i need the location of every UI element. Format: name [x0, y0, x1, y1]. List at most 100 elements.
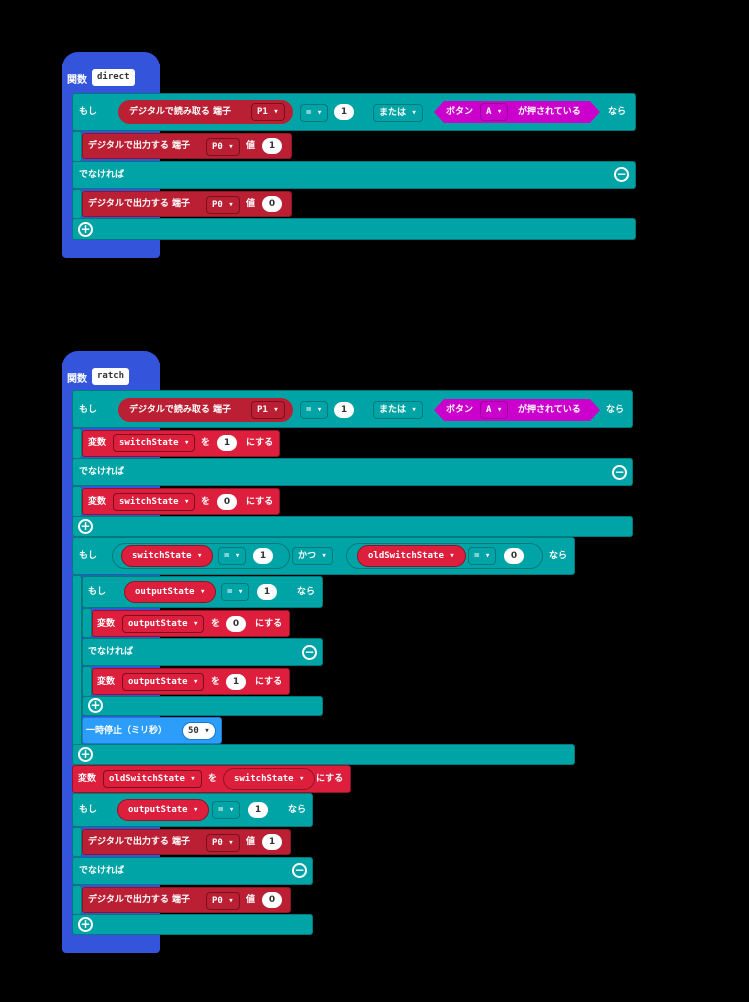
compare-operator-dropdown[interactable]: = ▾	[212, 801, 241, 819]
else-keyword: でなければ	[79, 866, 125, 876]
set-keyword: にする	[255, 677, 283, 687]
pause-duration-dropdown[interactable]: 50 ▾	[182, 722, 216, 740]
pin-dropdown[interactable]: P1 ▾	[251, 401, 285, 419]
if-block[interactable]	[72, 793, 313, 827]
pin-dropdown[interactable]: P0 ▾	[206, 196, 240, 214]
pin-dropdown[interactable]: P1 ▾	[251, 103, 285, 121]
to-keyword: を	[201, 497, 211, 507]
compare-value-input[interactable]: 1	[253, 548, 273, 564]
add-else-icon[interactable]: +	[88, 698, 103, 713]
button-pressed-block[interactable]	[434, 399, 600, 421]
digital-write-label: デジタルで出力する 端子	[88, 895, 190, 905]
to-keyword: を	[211, 677, 221, 687]
digital-write-label: デジタルで出力する 端子	[88, 141, 190, 151]
compare-value-input[interactable]: 1	[257, 584, 277, 600]
button-dropdown[interactable]: A ▾	[480, 401, 509, 419]
compare-value-input[interactable]: 1	[334, 402, 354, 418]
add-else-icon[interactable]: +	[78, 519, 93, 534]
write-value-input[interactable]: 0	[262, 892, 282, 908]
if-keyword: もし	[88, 587, 107, 597]
pause-label: 一時停止（ミリ秒）	[86, 726, 168, 736]
digital-write-block[interactable]	[82, 191, 292, 217]
if-footer	[82, 696, 323, 716]
logic-operator-dropdown[interactable]: または ▾	[373, 104, 423, 122]
compare-value-input[interactable]: 1	[334, 104, 354, 120]
digital-write-block[interactable]	[82, 887, 291, 913]
button-dropdown[interactable]: A ▾	[480, 103, 509, 121]
digital-write-block[interactable]	[82, 829, 291, 855]
variable-reporter[interactable]: switchState ▾	[121, 545, 214, 567]
else-block	[72, 161, 636, 189]
variable-keyword: 変数	[88, 438, 107, 448]
then-keyword: なら	[608, 107, 627, 117]
pin-dropdown[interactable]: P0 ▾	[206, 892, 240, 910]
else-keyword: でなければ	[79, 170, 125, 180]
value-keyword: 値	[246, 141, 256, 151]
button-pressed-block[interactable]	[434, 101, 600, 123]
else-block	[82, 638, 323, 666]
add-else-icon[interactable]: +	[78, 222, 93, 237]
if-arm	[72, 131, 82, 162]
variable-dropdown[interactable]: switchState ▾	[113, 493, 196, 511]
compare-operator-dropdown[interactable]: = ▾	[300, 104, 329, 122]
if-footer	[72, 744, 575, 765]
remove-else-icon[interactable]: −	[612, 465, 627, 480]
variable-value-input[interactable]: 1	[217, 435, 237, 451]
if-arm	[72, 575, 82, 747]
else-keyword: でなければ	[88, 647, 134, 657]
to-keyword: を	[208, 774, 218, 784]
variable-keyword: 変数	[78, 774, 97, 784]
digital-write-label: デジタルで出力する 端子	[88, 199, 190, 209]
logic-operator-dropdown[interactable]: または ▾	[373, 401, 423, 419]
compare-operator-dropdown[interactable]: = ▾	[300, 401, 329, 419]
write-value-input[interactable]: 0	[262, 196, 282, 212]
compare-operator-dropdown[interactable]: = ▾	[468, 547, 497, 565]
digital-read-label: デジタルで読み取る 端子	[129, 405, 231, 415]
compare-operator-dropdown[interactable]: = ▾	[218, 547, 247, 565]
variable-value-input[interactable]: 0	[226, 616, 246, 632]
add-else-icon[interactable]: +	[78, 747, 93, 762]
write-value-input[interactable]: 1	[262, 834, 282, 850]
digital-read-label: デジタルで読み取る 端子	[129, 107, 231, 117]
value-keyword: 値	[246, 837, 256, 847]
variable-dropdown[interactable]: oldSwitchState ▾	[103, 770, 202, 788]
function-keyword: 関数	[67, 374, 87, 385]
if-arm	[72, 885, 82, 915]
then-keyword: なら	[288, 805, 307, 815]
variable-reporter[interactable]: outputState ▾	[124, 581, 217, 603]
if-arm	[82, 666, 92, 697]
pin-dropdown[interactable]: P0 ▾	[206, 138, 240, 156]
variable-dropdown[interactable]: switchState ▾	[113, 434, 196, 452]
variable-reporter[interactable]: switchState ▾	[223, 768, 316, 790]
function-name-field[interactable]: direct	[92, 69, 135, 86]
pin-dropdown[interactable]: P0 ▾	[206, 834, 240, 852]
digital-write-block[interactable]	[82, 133, 292, 159]
compare-value-input[interactable]: 0	[504, 548, 524, 564]
variable-keyword: 変数	[88, 497, 107, 507]
if-footer	[72, 218, 636, 240]
variable-dropdown[interactable]: outputState ▾	[122, 673, 205, 691]
remove-else-icon[interactable]: −	[292, 863, 307, 878]
variable-reporter[interactable]: oldSwitchState ▾	[357, 545, 466, 567]
remove-else-icon[interactable]: −	[614, 167, 629, 182]
else-block	[72, 857, 313, 885]
button-label: ボタン	[446, 405, 474, 415]
if-keyword: もし	[79, 405, 98, 415]
add-else-icon[interactable]: +	[78, 917, 93, 932]
variable-dropdown[interactable]: outputState ▾	[122, 615, 205, 633]
if-arm	[72, 428, 82, 459]
then-keyword: なら	[549, 551, 568, 561]
digital-write-label: デジタルで出力する 端子	[88, 837, 190, 847]
variable-value-input[interactable]: 0	[217, 494, 237, 510]
if-footer	[72, 516, 633, 537]
remove-else-icon[interactable]: −	[302, 645, 317, 660]
set-keyword: にする	[255, 619, 283, 629]
logic-operator-dropdown[interactable]: かつ ▾	[292, 547, 333, 565]
compare-operator-dropdown[interactable]: = ▾	[221, 583, 250, 601]
variable-reporter[interactable]: outputState ▾	[117, 799, 210, 821]
compare-value-input[interactable]: 1	[248, 802, 268, 818]
variable-value-input[interactable]: 1	[226, 674, 246, 690]
write-value-input[interactable]: 1	[262, 138, 282, 154]
if-keyword: もし	[79, 551, 98, 561]
function-name-field[interactable]: ratch	[92, 368, 130, 385]
